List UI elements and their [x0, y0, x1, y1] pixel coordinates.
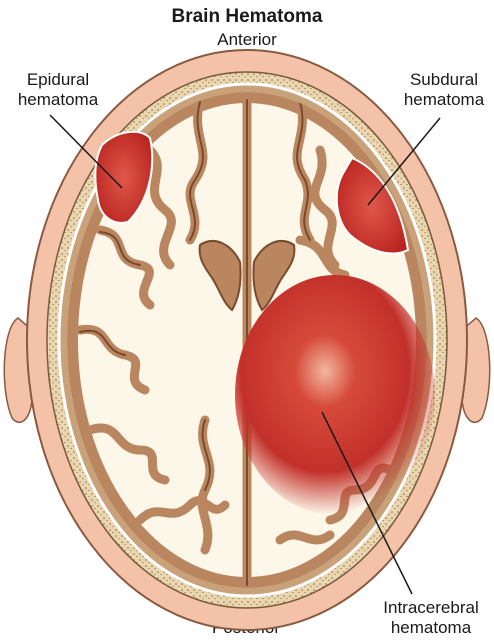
intracerebral-hematoma [235, 275, 435, 515]
